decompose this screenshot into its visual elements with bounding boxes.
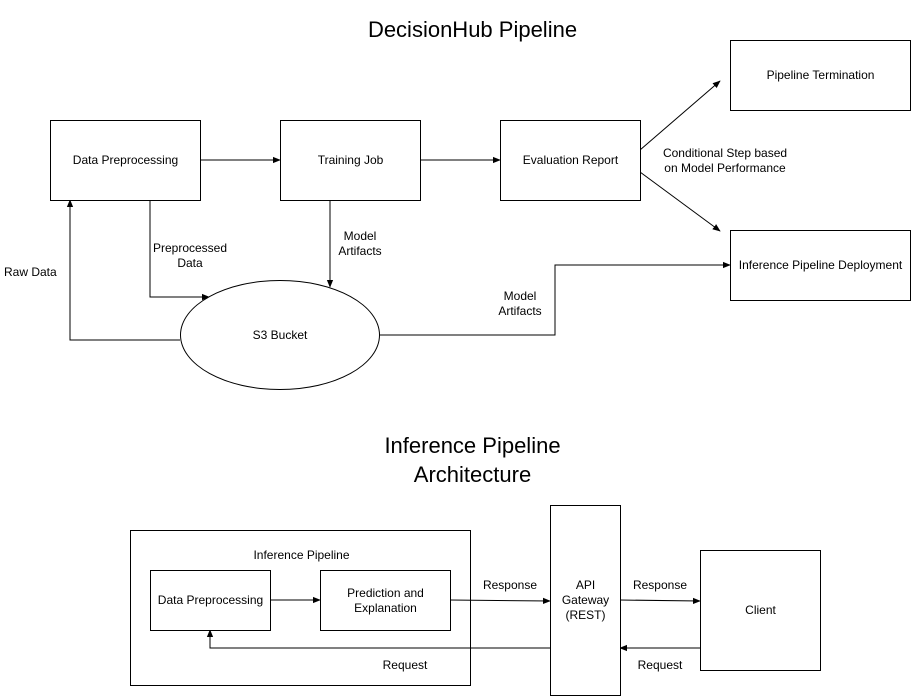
training-job-node: Training Job [280, 120, 421, 201]
model-artifacts-label: Model Artifacts [498, 289, 542, 318]
inference-pipeline-container: Inference Pipeline [130, 530, 471, 686]
model-artifacts-label: Model Artifacts [338, 229, 382, 258]
prediction-explanation-node: Prediction and Explanation [320, 570, 451, 631]
inference-deployment-node: Inference Pipeline Deployment [730, 230, 911, 301]
request-label: Request [382, 658, 428, 672]
ip-data-preprocessing-node: Data Preprocessing [150, 570, 271, 631]
pipeline-title: DecisionHub Pipeline [367, 17, 578, 42]
conditional-step-label: Conditional Step based on Model Performa… [662, 146, 788, 175]
arrow-evaluation-to-termination [639, 80, 721, 151]
arrow-s3-raw-data [66, 199, 180, 341]
s3-bucket-node: S3 Bucket [180, 280, 380, 390]
arrow-api-to-ip-preprocessing [206, 629, 550, 649]
response-label: Response [482, 578, 538, 592]
pipeline-termination-node: Pipeline Termination [730, 40, 911, 111]
preprocessed-data-label: Preprocessed Data [152, 241, 228, 270]
arrow-evaluation-to-deployment [639, 171, 721, 232]
evaluation-report-node: Evaluation Report [500, 120, 641, 201]
arrow-api-to-client [619, 597, 701, 605]
raw-data-label: Raw Data [4, 265, 57, 279]
data-preprocessing-node: Data Preprocessing [50, 120, 201, 201]
response-label: Response [632, 578, 688, 592]
arrow-s3-to-deployment [380, 261, 731, 336]
client-node: Client [700, 550, 821, 671]
arrow-preprocessing-to-s3 [149, 200, 210, 301]
inference-pipeline-label: Inference Pipeline [253, 548, 350, 562]
inference-architecture-title: Inference Pipeline Architecture [384, 433, 561, 487]
request-label: Request [637, 658, 683, 672]
api-gateway-node: API Gateway (REST) [550, 505, 621, 696]
arrow-prediction-to-api [449, 597, 551, 605]
